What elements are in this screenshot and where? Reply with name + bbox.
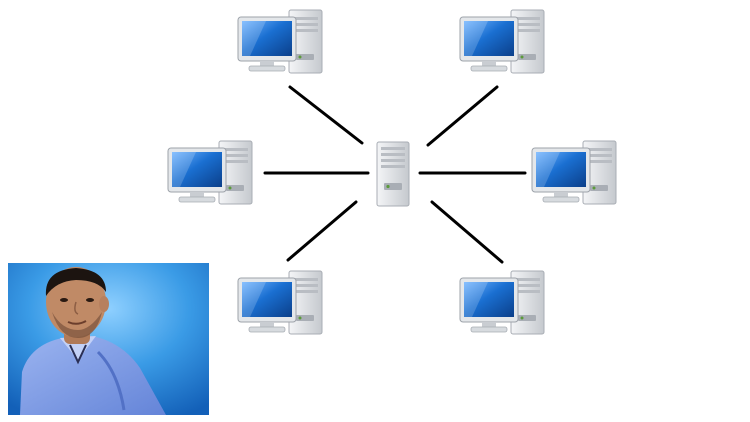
link-top-left [288,85,364,145]
link-top-right [426,85,499,147]
desktop-computer-icon [531,140,617,205]
presenter-photo [8,263,209,415]
desktop-computer-icon [237,270,323,335]
desktop-computer-icon [459,9,545,74]
link-bottom-right [430,200,504,264]
server-tower-icon [376,141,410,207]
desktop-computer-icon [167,140,253,205]
link-bottom-left [286,200,358,262]
desktop-computer-icon [459,270,545,335]
network-links [263,85,527,264]
desktop-computer-icon [237,9,323,74]
